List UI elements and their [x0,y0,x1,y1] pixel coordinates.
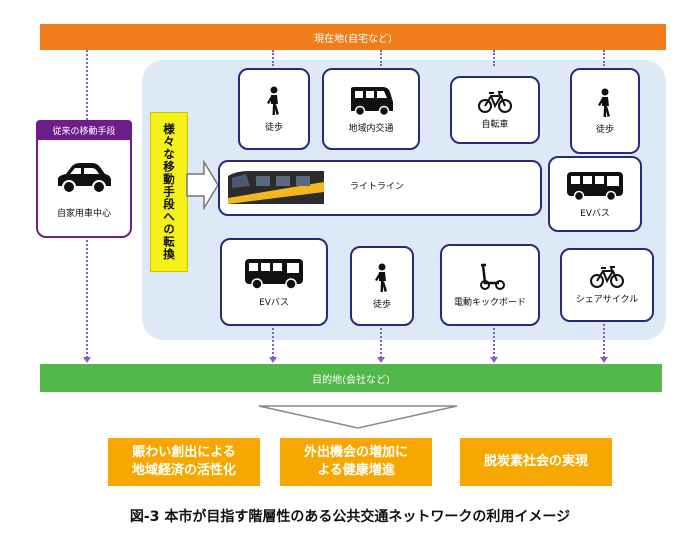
conventional-mode-header: 従来の移動手段 [36,120,132,140]
outcome-line: 賑わい創出による [132,445,236,460]
figure-caption: 図-3 本市が目指す階層性のある公共交通ネットワークの利用イメージ [129,509,571,525]
outcome-box: 脱炭素社会の実現 [460,438,612,486]
mode-card-ev-bus: EVバス [220,238,328,326]
connector-arrowhead [377,357,385,363]
mode-card-walking: 徒歩 [350,246,414,326]
connector-dots [272,324,274,358]
mode-label: 自転車 [481,119,509,130]
mode-label: シェアサイクル [575,294,639,305]
connector-arrowhead [600,357,608,363]
connector-dots [493,324,495,358]
mode-card-community-transit: 地域内交通 [322,68,420,150]
bicycle-icon [590,265,624,288]
mode-label: 徒歩 [372,299,391,310]
mode-card-ev-bus: EVバス [548,156,642,232]
mode-label: 徒歩 [595,124,614,135]
outcome-line: 脱炭素社会の実現 [483,454,588,469]
connector-dots [86,236,88,358]
mode-card-share-cycle: シェアサイクル [560,248,654,322]
origin-bar: 現在地(自宅など) [40,24,666,50]
connector-dots [380,324,382,358]
connector-dots [603,50,605,66]
connector-dots [86,50,88,120]
mode-card-kick-scooter: 電動キックボード [440,244,540,326]
kick-scooter-icon [480,263,505,290]
connector-dots [272,50,274,66]
mode-label: 地域内交通 [348,123,394,134]
walking-person-icon [267,86,279,115]
outcome-arrow-icon [258,405,458,429]
outcome-line: 外出機会の増加に [303,445,408,460]
minibus-icon [351,86,393,116]
mode-shift-label: 様々な移動手段への転換 [162,123,176,261]
car-icon [58,162,111,194]
conventional-header-text: 従来の移動手段 [52,126,116,137]
mode-label: EVバス [259,297,289,308]
mode-card-walking: 徒歩 [238,68,310,150]
connector-dots [603,324,605,358]
walking-person-icon [375,263,387,292]
outcome-line: 地域経済の活性化 [131,463,236,478]
outcome-line: よる健康増進 [317,463,395,478]
mode-card-walking: 徒歩 [570,68,640,154]
conventional-label: 自家用車中心 [56,208,111,219]
light-line-card: ライトライン [218,160,542,216]
outcome-box: 外出機会の増加に よる健康増進 [280,438,432,486]
light-rail-icon [228,171,324,204]
outcome-box: 賑わい創出による 地域経済の活性化 [108,438,260,486]
connector-dots [380,50,382,66]
destination-label: 目的地(会社など) [312,374,390,386]
mode-label: 徒歩 [264,122,283,133]
origin-label: 現在地(自宅など) [314,33,392,45]
mode-shift-box: 様々な移動手段への転換 [150,112,188,272]
bus-icon [567,171,623,201]
destination-bar: 目的地(会社など) [40,364,662,392]
bicycle-icon [478,90,512,113]
mode-label: 電動キックボード [453,297,526,308]
conventional-mode-card: 自家用車中心 [36,140,132,238]
connector-arrowhead [83,357,91,363]
walking-person-icon [598,88,610,117]
mode-card-bicycle: 自転車 [450,76,540,144]
connector-dots [493,50,495,66]
connector-arrowhead [269,357,277,363]
light-line-label: ライトライン [350,182,405,192]
mode-shift-arrow-icon [186,160,219,210]
mode-label: EVバス [580,208,610,219]
connector-arrowhead [490,357,498,363]
bus-icon [245,258,303,290]
